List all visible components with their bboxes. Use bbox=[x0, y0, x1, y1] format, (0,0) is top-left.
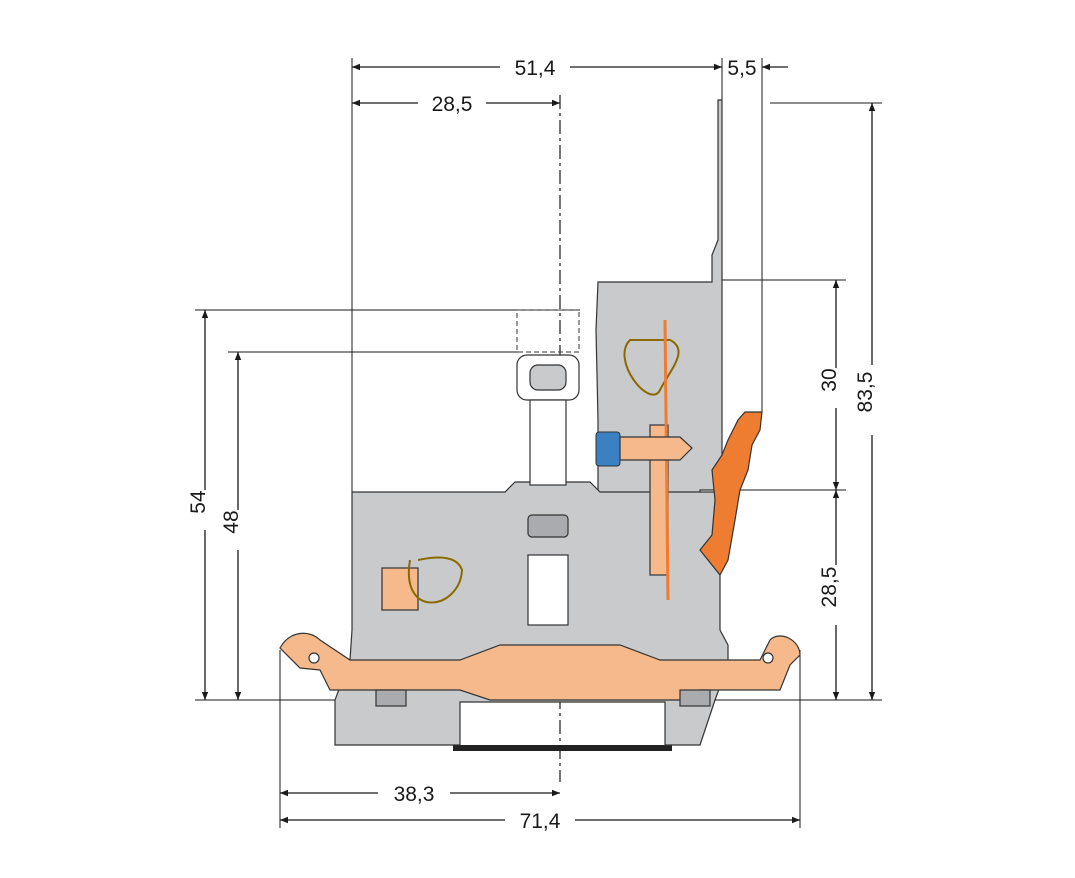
terminal-block-body bbox=[279, 99, 801, 751]
dim-label-right-total: 83,5 bbox=[854, 372, 877, 413]
dim-label-bottom-half: 38,3 bbox=[394, 783, 435, 806]
dim-label-top-half: 28,5 bbox=[432, 93, 473, 116]
release-lever bbox=[699, 411, 763, 577]
dim-label-left-outer: 54 bbox=[187, 490, 210, 514]
dim-label-top-total: 51,4 bbox=[515, 57, 556, 80]
din-rail bbox=[430, 702, 695, 751]
blue-test-plug bbox=[595, 431, 621, 467]
screw-raised-outline bbox=[516, 309, 580, 353]
dim-label-top-offset: 5,5 bbox=[727, 57, 756, 80]
dim-label-bottom-total: 71,4 bbox=[520, 810, 561, 833]
dim-label-left-inner: 48 bbox=[220, 510, 243, 533]
dim-label-right-upper: 30 bbox=[818, 368, 841, 391]
dimension-lines bbox=[201, 63, 876, 824]
dim-label-right-lower: 28,5 bbox=[818, 567, 841, 608]
